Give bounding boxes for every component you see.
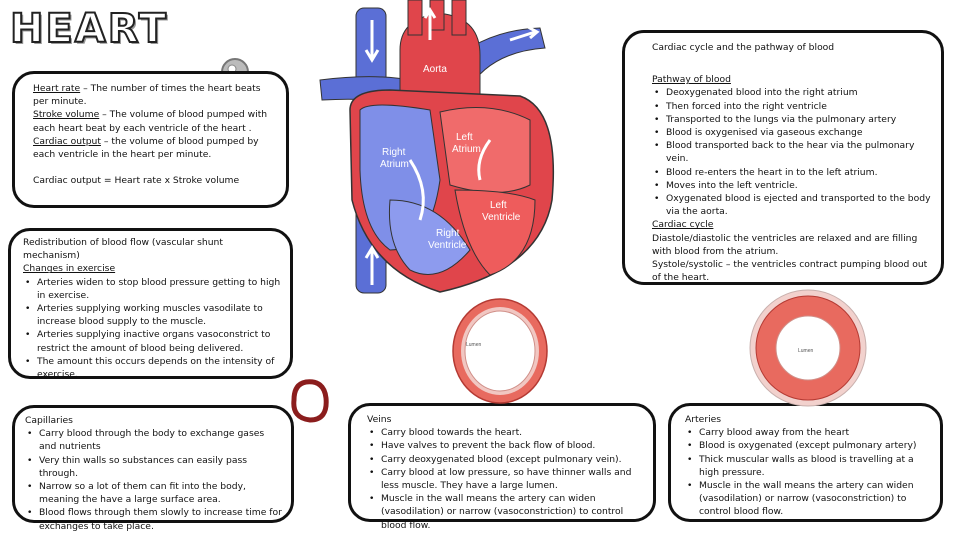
arteries-box: Arteries Carry blood away from the heart… <box>668 403 943 522</box>
arteries-list: Carry blood away from the heart Blood is… <box>685 426 934 518</box>
list-item: Blood is oxygenated (except pulmonary ar… <box>685 439 934 452</box>
list-item: Blood re-enters the heart in to the left… <box>652 166 933 179</box>
label-right-atrium-1: Right <box>382 147 406 158</box>
redistribution-heading: Redistribution of blood flow (vascular s… <box>23 237 223 262</box>
cardiac-output-definition: Cardiac output – the volume of blood pum… <box>33 135 259 161</box>
list-item: Moves into the left ventricle. <box>652 179 933 192</box>
artery-cross-section: Lumen <box>749 289 867 407</box>
list-item: Carry blood towards the heart. <box>367 426 647 439</box>
stroke-volume-definition: Stroke volume – The volume of blood pump… <box>33 109 268 134</box>
label-right-atrium-2: Atrium <box>380 159 409 170</box>
label-aorta: Aorta <box>423 64 447 75</box>
list-item: Carry blood away from the heart <box>685 426 934 439</box>
heart-rate-definition: Heart rate – The number of times the hea… <box>33 83 261 108</box>
list-item: Oxygenated blood is ejected and transpor… <box>652 192 933 218</box>
redistribution-list: Arteries widen to stop blood pressure ge… <box>23 276 282 382</box>
list-item: Carry deoxygenated blood (except pulmona… <box>367 453 647 466</box>
veins-list: Carry blood towards the heart. Have valv… <box>367 426 647 532</box>
diastole-text: Diastole/diastolic the ventricles are re… <box>652 232 918 257</box>
label-right-ventricle-2: Ventricle <box>428 240 467 251</box>
arteries-heading: Arteries <box>685 414 722 425</box>
redistribution-box: Redistribution of blood flow (vascular s… <box>8 228 293 382</box>
list-item: Then forced into the right ventricle <box>652 100 933 113</box>
redistribution-subheading: Changes in exercise <box>23 263 116 275</box>
list-item: Blood transported back to the hear via t… <box>652 139 933 165</box>
capillaries-heading: Capillaries <box>25 415 73 426</box>
vein-cross-section: Lumen <box>452 298 548 404</box>
pathway-list: Deoxygenated blood into the right atrium… <box>652 86 933 218</box>
list-item: Deoxygenated blood into the right atrium <box>652 86 933 99</box>
list-item: Arteries widen to stop blood pressure ge… <box>23 276 282 302</box>
capillary-illustration <box>291 379 329 423</box>
list-item: Have valves to prevent the back flow of … <box>367 439 647 452</box>
list-item: Arteries supplying working muscles vasod… <box>23 302 282 328</box>
cardiac-cycle-box: Cardiac cycle and the pathway of blood P… <box>622 30 944 285</box>
list-item: Muscle in the wall means the artery can … <box>367 492 647 532</box>
list-item: The amount this occurs depends on the in… <box>23 355 282 381</box>
list-item: Very thin walls so substances can easily… <box>25 454 283 480</box>
list-item: Blood flows through them slowly to incre… <box>25 506 283 532</box>
artery-lumen-label: Lumen <box>798 348 814 354</box>
pathway-heading: Pathway of blood <box>652 74 731 86</box>
vein-lumen-label: Lumen <box>466 342 482 348</box>
systole-text: Systole/systolic – the ventricles contra… <box>652 259 928 284</box>
list-item: Muscle in the wall means the artery can … <box>685 479 934 519</box>
list-item: Carry blood through the body to exchange… <box>25 427 283 453</box>
cardiac-output-formula: Cardiac output = Heart rate x Stroke vol… <box>33 175 240 187</box>
list-item: Transported to the lungs via the pulmona… <box>652 113 933 126</box>
page-title: HEART <box>9 5 169 53</box>
list-item: Thick muscular walls as blood is travell… <box>685 453 934 479</box>
label-left-atrium-1: Left <box>456 132 473 143</box>
list-item: Blood is oxygenised via gaseous exchange <box>652 126 933 139</box>
veins-heading: Veins <box>367 414 392 425</box>
list-item: Narrow so a lot of them can fit into the… <box>25 480 283 506</box>
cardiac-cycle-heading: Cardiac cycle <box>652 219 714 231</box>
heart-diagram: Aorta Right Atrium Left Atrium Left Vent… <box>319 0 555 294</box>
cardiac-header: Cardiac cycle and the pathway of blood <box>652 42 835 53</box>
label-left-ventricle-1: Left <box>490 200 507 211</box>
capillaries-list: Carry blood through the body to exchange… <box>25 427 283 533</box>
label-left-atrium-2: Atrium <box>452 144 481 155</box>
veins-box: Veins Carry blood towards the heart. Hav… <box>348 403 656 531</box>
list-item: Carry blood at low pressure, so have thi… <box>367 466 647 492</box>
label-left-ventricle-2: Ventricle <box>482 212 521 223</box>
definitions-box: Heart rate – The number of times the hea… <box>12 71 289 208</box>
label-right-ventricle-1: Right <box>436 228 460 239</box>
list-item: Arteries supplying inactive organs vasoc… <box>23 328 282 354</box>
capillaries-box: Capillaries Carry blood through the body… <box>12 405 294 532</box>
